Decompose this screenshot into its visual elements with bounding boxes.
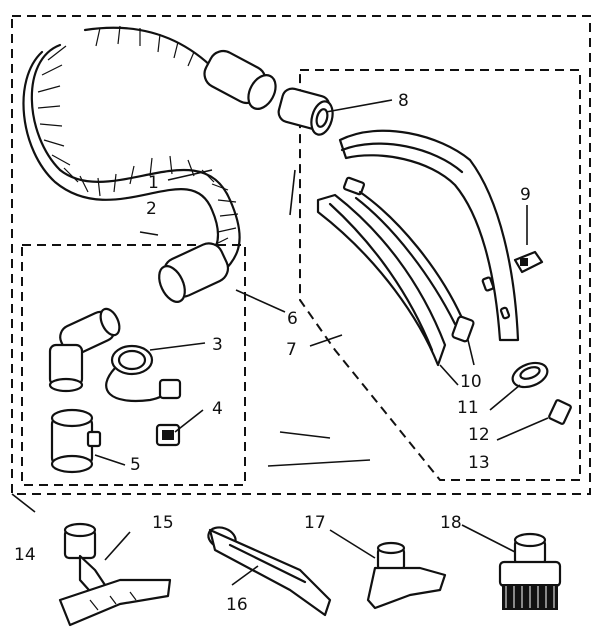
dusting-brush: [498, 532, 562, 610]
callout-1: 1: [148, 173, 159, 193]
callout-6: 6: [287, 309, 298, 329]
callout-5: 5: [130, 455, 141, 475]
hose-cuff: [158, 242, 230, 303]
callout-18: 18: [440, 513, 462, 533]
stray-dash-marks: [267, 431, 371, 467]
callout-8: 8: [398, 91, 409, 111]
wand-button: [511, 361, 549, 389]
callout-3: 3: [212, 335, 223, 355]
cord-plug: [155, 378, 182, 447]
callout-16: 16: [226, 595, 248, 615]
hose-end: [48, 307, 121, 393]
callout-17: 17: [304, 513, 326, 533]
leader-lines: [11, 99, 549, 586]
callout-14: 14: [14, 545, 36, 565]
callout-11: 11: [457, 398, 479, 418]
hose: [22, 25, 277, 277]
cord: [105, 344, 170, 403]
wand-latch: [548, 399, 572, 425]
wire-harness: [342, 176, 475, 343]
kit-boundary: [11, 15, 591, 495]
upholstery-tool: [58, 522, 172, 627]
clip: [513, 250, 544, 274]
callout-2: 2: [146, 199, 157, 219]
crevice-tool: [207, 526, 332, 617]
wand-half: [316, 129, 520, 367]
callout-13: 13: [468, 453, 490, 473]
callout-numbers: 1 2 3 4 5 6 7 8 9 10 11 12 13 14 15 16 1…: [14, 91, 531, 615]
callout-7: 7: [286, 340, 297, 360]
hose-end-group-boundary: [21, 244, 246, 486]
callout-15: 15: [152, 513, 174, 533]
swivel-cuff: [50, 408, 102, 474]
callout-10: 10: [460, 372, 482, 392]
small-nozzle: [366, 541, 447, 610]
callout-4: 4: [212, 399, 223, 419]
callout-12: 12: [468, 425, 490, 445]
wand-group-boundary: [299, 69, 581, 481]
callout-9: 9: [520, 185, 531, 205]
wand-end: [277, 87, 334, 136]
